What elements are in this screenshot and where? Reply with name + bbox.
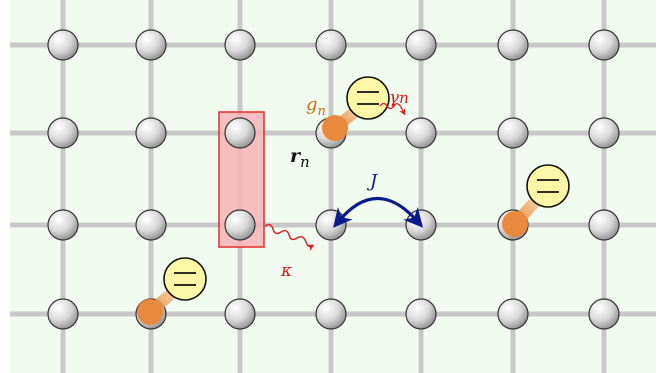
lattice-site [588, 209, 620, 241]
lattice-site [224, 209, 256, 241]
lattice-site [315, 29, 347, 61]
emitters [137, 76, 570, 325]
lattice-site [405, 117, 437, 149]
lattice-site [47, 29, 79, 61]
coupling-subscript: n [318, 104, 326, 119]
emitter-top [322, 76, 390, 141]
position-label: rn [290, 145, 310, 171]
lattice-site [588, 117, 620, 149]
lattice-site [588, 298, 620, 330]
emitter-bottom [137, 257, 207, 325]
lattice-site [47, 117, 79, 149]
decay-subscript: n [399, 89, 409, 107]
emitter-atom [163, 257, 207, 301]
decay-label: γn [389, 88, 409, 108]
lattice-site [47, 298, 79, 330]
coupling-site-dot [502, 211, 528, 237]
lattice-site [224, 298, 256, 330]
lattice-site [135, 117, 167, 149]
emitter-right [502, 164, 570, 237]
lattice-site [47, 209, 79, 241]
lattice-site [588, 29, 620, 61]
coupling-site-dot [322, 115, 348, 141]
lattice-site [497, 117, 529, 149]
coupling-symbol: g [306, 94, 318, 115]
coupling-label: gn [306, 94, 326, 119]
lattice-site [315, 209, 347, 241]
position-symbol: r [290, 145, 302, 167]
emitter-atom [526, 164, 570, 208]
lattice-site [135, 209, 167, 241]
lattice-site [315, 298, 347, 330]
lattice-site [405, 29, 437, 61]
hopping-label: J [366, 171, 379, 192]
lattice-site [224, 29, 256, 61]
decay-symbol: γ [389, 88, 400, 108]
coupling-site-dot [137, 299, 163, 325]
hopping-arrow [333, 197, 424, 228]
lattice-site [135, 29, 167, 61]
lattice-site [405, 298, 437, 330]
lattice-site [224, 117, 256, 149]
emitter-atom [346, 76, 390, 120]
position-subscript: n [300, 153, 310, 171]
loss-label: κ [280, 261, 292, 281]
loss-wavy-arrow [264, 223, 315, 252]
decay-wavy-arrow [379, 102, 406, 116]
lattice-site [497, 298, 529, 330]
lattice-site [497, 29, 529, 61]
